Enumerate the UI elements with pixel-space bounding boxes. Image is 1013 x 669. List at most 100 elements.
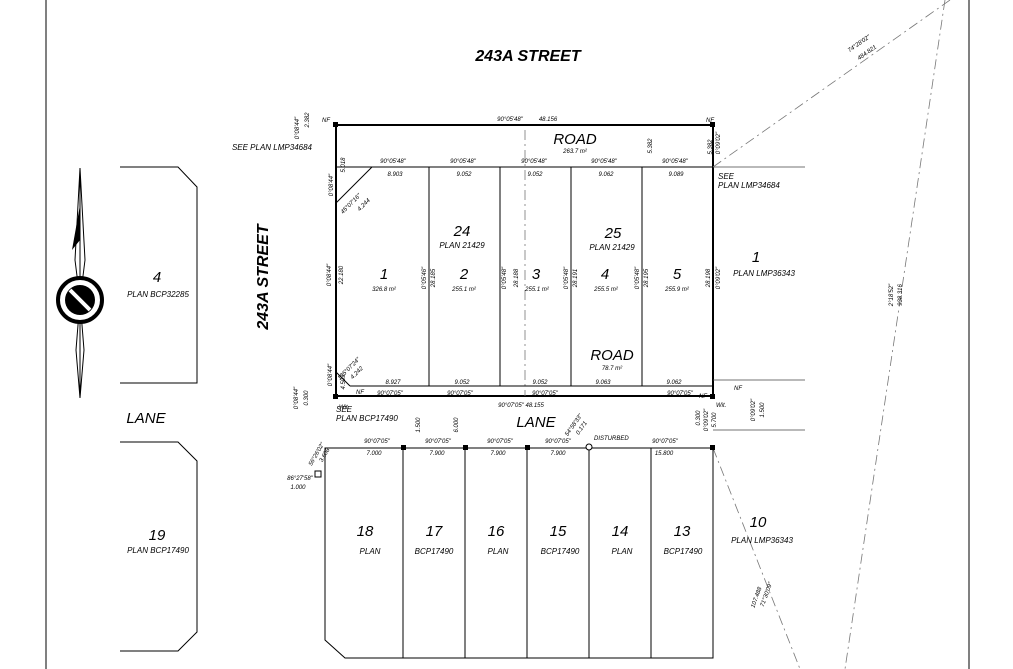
nf-bottom-left: NF xyxy=(356,390,364,396)
left-upper-len: 5.018 xyxy=(341,157,347,173)
top-bearing: 90°05'48" xyxy=(497,117,524,123)
lot-side-bearing-1: 0°05'46" xyxy=(422,266,428,289)
disturbed-note: DISTURBED xyxy=(594,436,629,442)
top-right-bearing: 0°09'02" xyxy=(716,131,722,154)
bottom-line-label: 90°07'05" 48.155 xyxy=(498,403,544,409)
parcel-4-outline xyxy=(120,166,198,384)
east-boundary-line xyxy=(844,0,946,669)
side-street-label: 243A STREET xyxy=(255,223,272,330)
row-width-1: 8.903 xyxy=(387,172,403,178)
nf-right-outside: NF xyxy=(734,386,742,392)
bottom-width-5: 9.062 xyxy=(666,380,682,386)
lot-1-number: 1 xyxy=(380,266,388,283)
south-lot-16-number: 16 xyxy=(488,523,505,540)
lot-2-number: 2 xyxy=(459,266,469,283)
row-bearing-4: 90°05'48" xyxy=(591,159,618,165)
bottom-bearing-2: 90°07'05" xyxy=(447,391,474,397)
bottom-width-4: 9.063 xyxy=(595,380,611,386)
parcel-19-outline xyxy=(120,441,198,652)
lot-2-area: 255.1 m² xyxy=(451,287,477,293)
south-lot-16-plan: PLAN xyxy=(488,547,509,556)
north-arrow-icon xyxy=(56,167,104,399)
lot-1-area: 326.8 m² xyxy=(372,287,397,293)
south-lot-13-number: 13 xyxy=(674,523,691,540)
parent-lot-24-plan: PLAN 21429 xyxy=(439,241,485,250)
parcel-10-plan: PLAN LMP36343 xyxy=(731,536,793,545)
south-lot-13-plan: BCP17490 xyxy=(664,547,703,556)
left-lower-bearing: 0°08'44" xyxy=(328,363,334,386)
south-bearing-5: 90°07'05" xyxy=(652,439,679,445)
survey-markers xyxy=(314,122,715,478)
left-bearing: 0°08'44" xyxy=(327,263,333,286)
wit-right: Wit. xyxy=(716,403,726,409)
parcel-10-number: 10 xyxy=(750,514,767,531)
left-upper-bearing: 0°08'44" xyxy=(329,173,335,196)
left-length: 22.180 xyxy=(339,265,345,285)
ne-boundary-line xyxy=(712,0,951,168)
lower-right-bearing: 0°09'02" xyxy=(704,408,710,431)
lot-depth-4: 28.195 xyxy=(644,268,650,288)
lower-left-len: 0.300 xyxy=(304,390,310,406)
corner-chamfer-top xyxy=(335,166,373,204)
right-bearing: 0°09'02" xyxy=(716,266,722,289)
lot-side-bearing-4: 0°05'48" xyxy=(635,266,641,289)
nf-bottom-right: NF xyxy=(699,394,707,400)
bottom-width-2: 9.052 xyxy=(454,380,470,386)
south-width-1: 7.000 xyxy=(366,451,382,457)
lane-width-2: 6.000 xyxy=(454,417,460,433)
sw-bearing: 86°27'58" xyxy=(287,476,314,482)
row-width-3: 9.052 xyxy=(527,172,543,178)
parcel-19-plan: PLAN BCP17490 xyxy=(127,546,189,555)
east-length: 938.316 xyxy=(898,284,904,306)
parent-lot-24-number: 24 xyxy=(453,223,471,240)
row-bearing-5: 90°05'48" xyxy=(662,159,689,165)
parcel-4-number: 4 xyxy=(153,269,161,286)
bottom-width-1: 8.927 xyxy=(385,380,401,386)
south-bearing-3: 90°07'05" xyxy=(487,439,514,445)
right-outside-len: 1.500 xyxy=(760,402,766,418)
se-boundary-line xyxy=(712,447,801,669)
south-width-3: 7.900 xyxy=(490,451,506,457)
corner-chamfer-bottom xyxy=(335,371,351,387)
lot-depth-1: 28.185 xyxy=(431,268,437,288)
wit-left: Wit. xyxy=(339,405,349,411)
parcel-4-plan: PLAN BCP32285 xyxy=(127,290,189,299)
south-bearing-2: 90°07'05" xyxy=(425,439,452,445)
lower-road-label: ROAD xyxy=(590,347,634,364)
see-plan-top-left: SEE PLAN LMP34684 xyxy=(232,143,313,152)
top-right-len: 5.382 xyxy=(708,139,714,155)
row-bearing-3: 90°05'48" xyxy=(521,159,548,165)
right-length: 28.198 xyxy=(706,268,712,288)
lot-side-bearing-2: 0°05'48" xyxy=(502,266,508,289)
bottom-bearing-1: 90°07'05" xyxy=(377,391,404,397)
south-bearing-4: 90°07'05" xyxy=(545,439,572,445)
parcel-1-east-plan: PLAN LMP36343 xyxy=(733,269,795,278)
bottom-bearing-3: 90°07'05" xyxy=(532,391,559,397)
top-left-len: 2.382 xyxy=(305,112,311,129)
lane-width-1: 1.500 xyxy=(416,417,422,433)
road-depth: 5.382 xyxy=(648,138,654,154)
parcel-19-number: 19 xyxy=(149,527,166,544)
lot-5-number: 5 xyxy=(673,266,682,283)
lot-depth-2: 28.188 xyxy=(514,268,520,288)
lot-4-number: 4 xyxy=(601,266,609,283)
lot-side-bearing-3: 0°05'48" xyxy=(564,266,570,289)
top-left-bearing: 0°08'44" xyxy=(295,116,301,139)
south-lot-15-number: 15 xyxy=(550,523,567,540)
lot-5-area: 255.9 m² xyxy=(664,287,690,293)
south-lot-18-plan: PLAN xyxy=(360,547,381,556)
south-lot-18-number: 18 xyxy=(357,523,374,540)
lot-3-number: 3 xyxy=(532,266,541,283)
left-lower-len: 4.503 xyxy=(341,374,347,390)
lane-width-3: 0.300 xyxy=(696,410,702,426)
south-lots-outline xyxy=(324,447,714,659)
south-width-5: 15.800 xyxy=(655,451,674,457)
row-width-5: 9.089 xyxy=(668,172,684,178)
plan-bottom-left: PLAN BCP17490 xyxy=(336,414,398,423)
nf-top-right: NF xyxy=(706,118,714,124)
see-bottom-left: SEE xyxy=(336,405,353,414)
south-width-4: 7.900 xyxy=(550,451,566,457)
lower-road-area: 78.7 m² xyxy=(602,366,623,372)
south-width-2: 7.900 xyxy=(429,451,445,457)
